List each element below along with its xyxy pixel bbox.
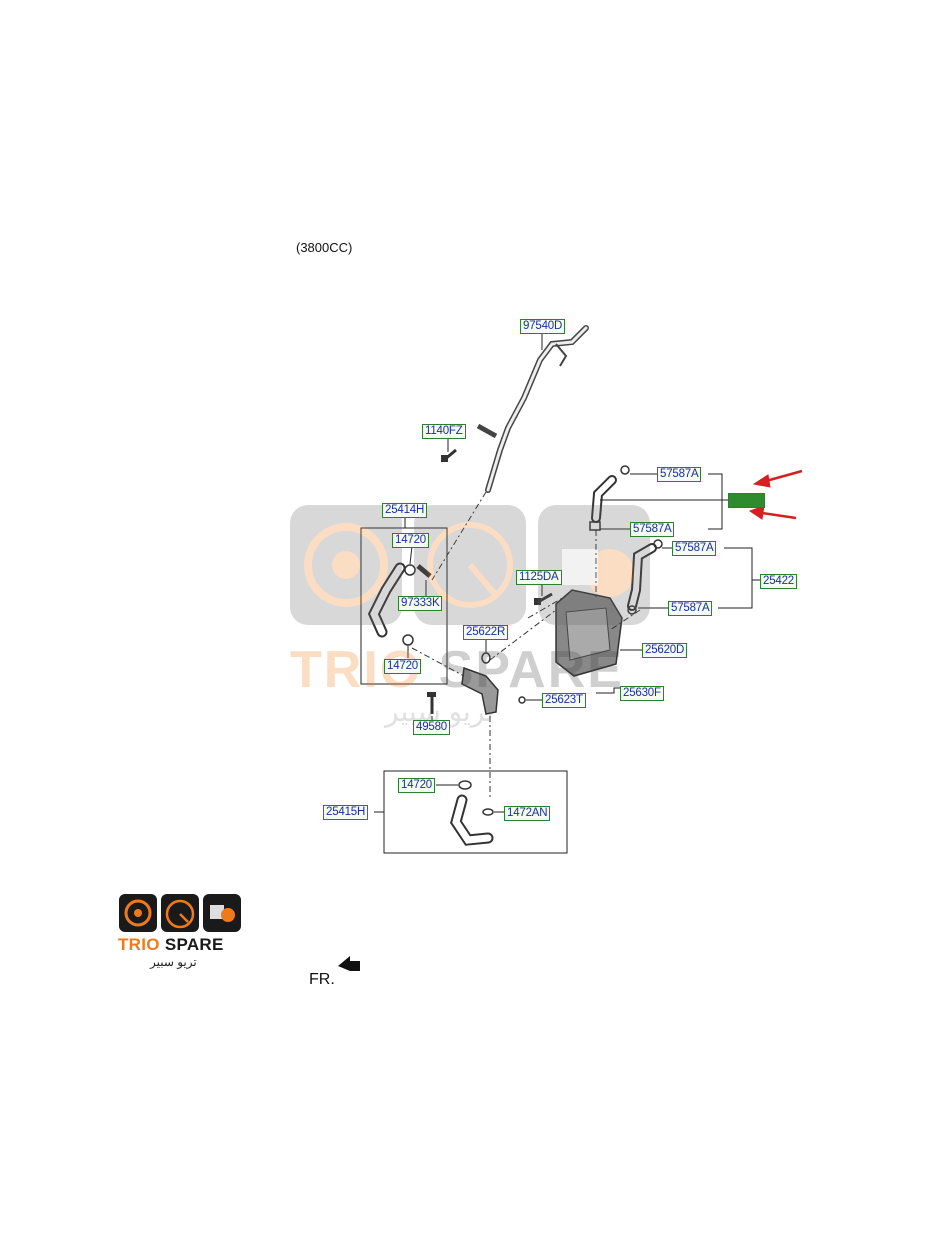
label-1140fz[interactable]: 1140FZ [422,424,466,439]
logo-arabic-name: تريو سبير [150,955,197,969]
leader-lines [374,333,760,813]
label-25630f[interactable]: 25630F [620,686,664,701]
bolt-1125da [534,592,553,605]
heater-pipe [485,325,589,493]
water-outlet-fitting [461,652,526,715]
engine-note: (3800CC) [296,240,353,255]
label-57587a[interactable]: 57587A [672,541,717,556]
alignment-lines [411,491,641,800]
front-arrow-icon [338,956,360,971]
label-25421-highlighted[interactable]: 25421 [728,493,765,508]
label-49580[interactable]: 49580 [413,720,450,735]
front-direction-label: FR. [309,971,335,988]
oil-cooler-25620d [555,589,623,677]
label-57587a[interactable]: 57587A [630,522,675,537]
label-25622r[interactable]: 25622R [463,625,509,640]
group-box-25414h [360,527,448,685]
label-25620d[interactable]: 25620D [642,643,688,658]
label-97540d[interactable]: 97540D [520,319,566,334]
highlight-arrows [748,469,803,520]
label-1472an[interactable]: 1472AN [504,806,551,821]
label-25414h[interactable]: 25414H [382,503,428,518]
label-25415h[interactable]: 25415H [323,805,369,820]
bolt-49580 [427,692,436,714]
label-25623t[interactable]: 25623T [542,693,586,708]
bolt-1140fz [441,448,457,462]
label-57587a[interactable]: 57587A [668,601,713,616]
logo-icons [119,894,241,932]
logo-text-spare: SPARE [164,935,224,954]
label-57587a[interactable]: 57587A [657,467,702,482]
label-14720[interactable]: 14720 [398,778,435,793]
label-97333k[interactable]: 97333K [398,596,443,611]
brand-logo: TRIO SPARE تريو سبير [118,893,242,973]
label-25422[interactable]: 25422 [760,574,797,589]
label-1125da[interactable]: 1125DA [516,570,562,585]
label-14720[interactable]: 14720 [384,659,421,674]
label-14720[interactable]: 14720 [392,533,429,548]
logo-text-trio: TRIO [118,935,160,954]
